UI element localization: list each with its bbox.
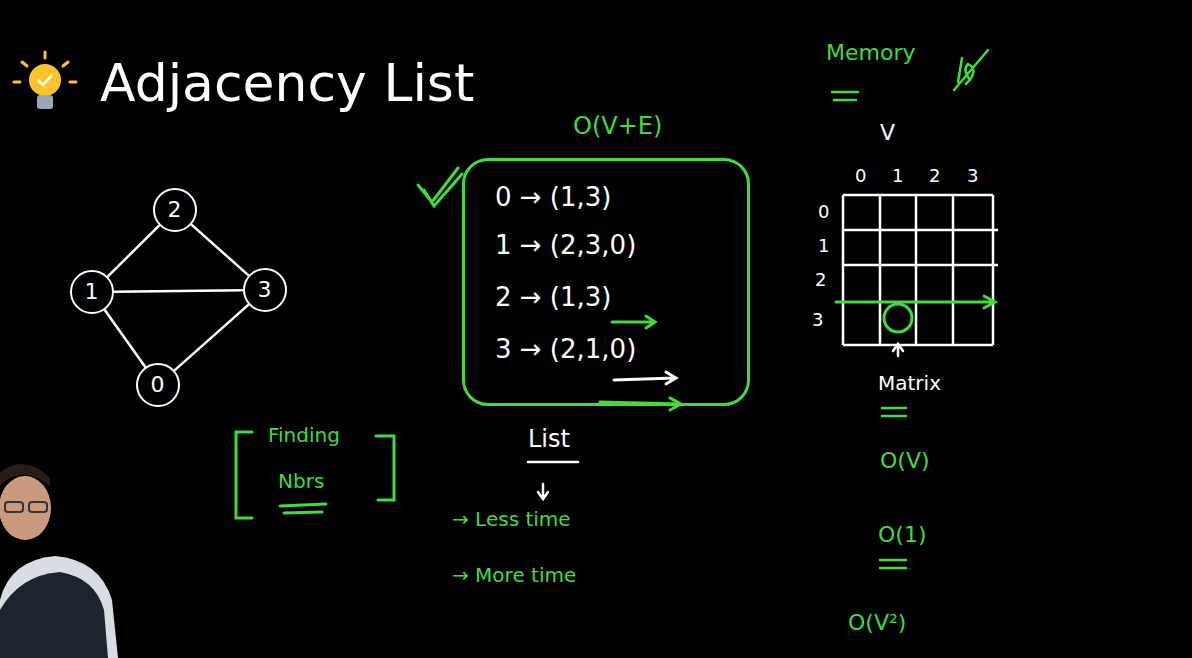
graph-edge: [191, 225, 248, 276]
matrix-highlight: [836, 296, 995, 332]
complexity-label: O(V): [880, 448, 930, 473]
check-mark: [418, 168, 462, 206]
row-index: 0: [818, 202, 829, 223]
lightbulb-icon: [14, 52, 76, 109]
row-index: 3: [812, 310, 823, 331]
size-label: V: [880, 120, 895, 145]
slide-title: Adjacency List: [100, 54, 474, 114]
complexity-label: O(V+E): [573, 113, 662, 141]
time-note: → More time: [452, 564, 576, 587]
graph-vertex: 1: [70, 270, 114, 314]
graph-vertex: 2: [153, 188, 197, 232]
pointer-arrow: [893, 344, 903, 356]
time-note: → Less time: [452, 508, 571, 531]
row-index: 1: [818, 236, 829, 257]
structure-name: List: [528, 426, 570, 454]
graph-edge: [174, 305, 248, 371]
graph-vertex: 0: [136, 363, 180, 407]
presenter: [0, 464, 118, 658]
graph-edge: [114, 290, 243, 291]
vertex-label: 0: [151, 372, 165, 397]
bracket-note: Nbrs: [278, 470, 324, 493]
structure-name: Matrix: [878, 372, 941, 395]
bracket-note: Finding: [268, 424, 340, 447]
list-row: 3 → (2,1,0): [495, 335, 636, 365]
column-index: 0: [855, 166, 866, 187]
list-row: 1 → (2,3,0): [495, 231, 636, 261]
list-row: 2 → (1,3): [495, 283, 612, 313]
list-underline: [528, 462, 578, 499]
list-row: 0 → (1,3): [495, 183, 612, 213]
adjacency-list-box: O(V+E)0 → (1,3)1 → (2,3,0)2 → (1,3)3 → (…: [462, 158, 750, 406]
graph-vertex: 3: [243, 268, 287, 312]
complexity-label: O(V²): [848, 610, 906, 635]
vertex-label: 3: [258, 277, 272, 302]
column-index: 3: [967, 166, 978, 187]
vertex-label: 2: [168, 197, 182, 222]
column-index: 2: [929, 166, 940, 187]
complexity-label: O(1): [878, 522, 926, 547]
vertex-label: 1: [85, 279, 99, 304]
column-index: 1: [892, 166, 903, 187]
memory-note: Memory: [826, 40, 915, 65]
graph-edge: [105, 310, 146, 367]
graph-edge: [108, 225, 160, 276]
matrix-grid: [843, 195, 998, 345]
row-index: 2: [815, 270, 826, 291]
